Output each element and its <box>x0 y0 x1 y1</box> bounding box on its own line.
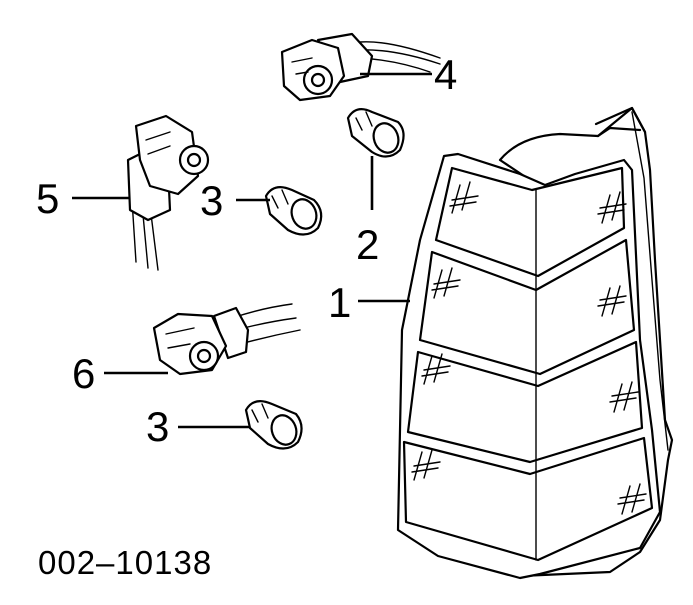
bulb-part-3-lower <box>244 399 303 450</box>
callout-2: 2 <box>356 221 380 268</box>
part-number-label: 002–10138 <box>38 544 213 581</box>
socket-part-5 <box>126 114 210 271</box>
callout-6: 6 <box>72 350 96 397</box>
callout-3-lower: 3 <box>146 403 170 450</box>
callout-5: 5 <box>36 175 60 222</box>
callout-4: 4 <box>434 51 458 98</box>
callout-3-upper: 3 <box>200 177 224 224</box>
bulb-part-3-upper <box>264 185 323 236</box>
socket-part-6 <box>152 303 301 376</box>
tail-lamp-assembly <box>396 106 674 580</box>
callout-1: 1 <box>328 279 352 326</box>
bulb-part-2 <box>346 107 405 158</box>
socket-part-4 <box>280 32 441 102</box>
leader-lines <box>72 72 432 429</box>
